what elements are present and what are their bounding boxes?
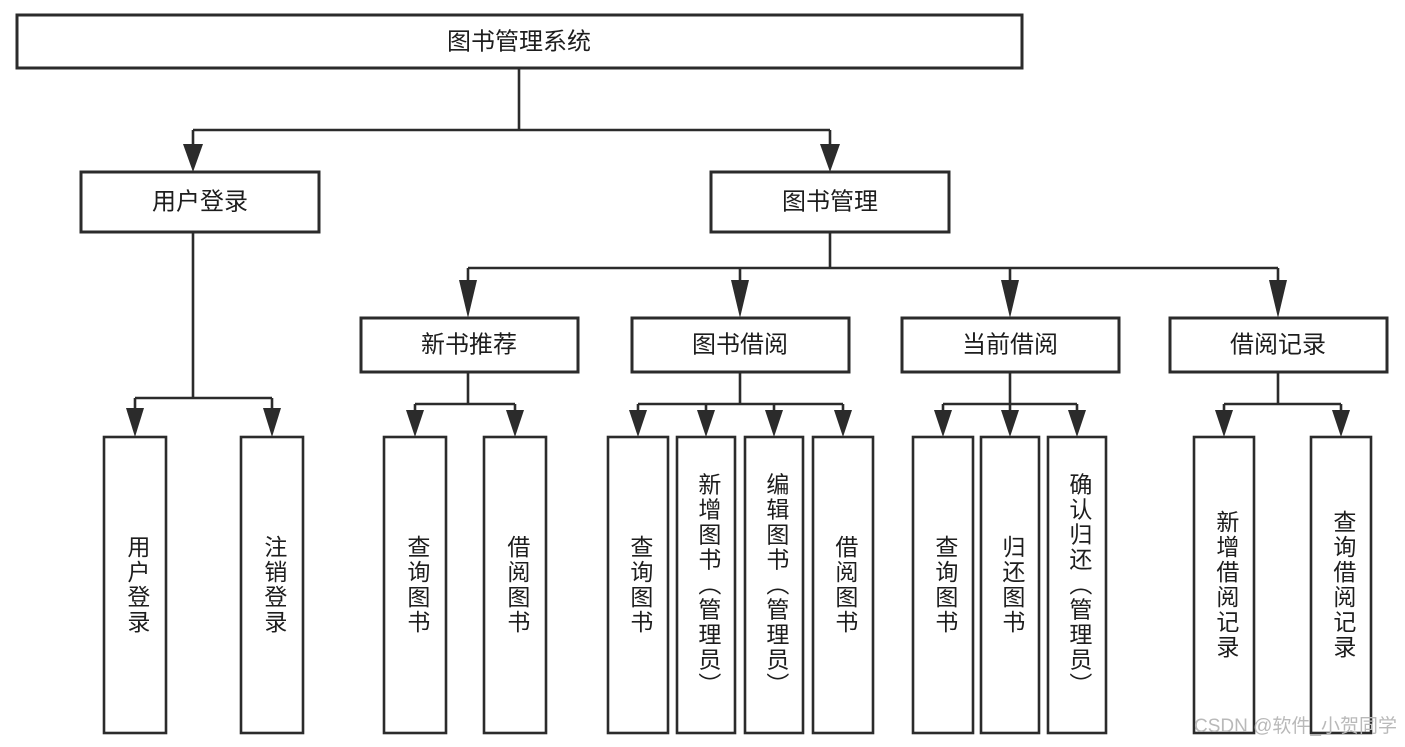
arrow-to-leaf-add-record bbox=[1215, 410, 1233, 437]
node-leaf-logout-login[interactable]: 注销登录 bbox=[239, 435, 305, 735]
node-leaf-user-login-box[interactable] bbox=[102, 435, 168, 735]
node-borrow-record-label: 借阅记录 bbox=[1230, 331, 1326, 358]
arrow-to-leaf-confirm-return bbox=[1068, 410, 1086, 437]
node-leaf-borrow-book-1-label: 借阅图书 bbox=[504, 535, 531, 635]
node-borrow-record-box[interactable] bbox=[1168, 316, 1389, 374]
node-leaf-query-book-2-box[interactable] bbox=[606, 435, 670, 735]
node-current-borrow-box[interactable] bbox=[900, 316, 1121, 374]
node-new-book-recommend-box[interactable] bbox=[359, 316, 580, 374]
node-leaf-query-book-3-label: 查询图书 bbox=[932, 535, 959, 635]
watermark-label: CSDN @软件_小贺同学 bbox=[1194, 715, 1397, 737]
node-leaf-borrow-book-2-box[interactable] bbox=[811, 435, 875, 735]
arrow-to-leaf-query-book-1 bbox=[406, 410, 424, 437]
arrow-to-leaf-query-book-3 bbox=[934, 410, 952, 437]
node-book-borrow-label: 图书借阅 bbox=[692, 331, 788, 358]
node-leaf-borrow-book-1[interactable]: 借阅图书 bbox=[482, 435, 548, 735]
node-leaf-add-book-box[interactable] bbox=[675, 435, 737, 735]
node-current-borrow[interactable]: 当前借阅 bbox=[900, 316, 1121, 374]
node-leaf-query-record-box[interactable] bbox=[1309, 435, 1373, 735]
node-leaf-add-book-label: 新增图书（管理员） bbox=[695, 473, 722, 698]
node-user-login-label: 用户登录 bbox=[152, 188, 248, 215]
node-leaf-query-record-label: 查询借阅记录 bbox=[1330, 510, 1357, 660]
node-leaf-add-book[interactable]: 新增图书（管理员） bbox=[675, 435, 737, 735]
node-leaf-edit-book[interactable]: 编辑图书（管理员） bbox=[743, 435, 805, 735]
arrow-to-book-management bbox=[820, 144, 840, 172]
node-borrow-record[interactable]: 借阅记录 bbox=[1168, 316, 1389, 374]
node-leaf-confirm-return-label: 确认归还（管理员） bbox=[1066, 473, 1093, 698]
arrow-to-book-borrow bbox=[731, 280, 749, 318]
node-leaf-user-login-label: 用户登录 bbox=[124, 535, 151, 635]
arrow-to-leaf-query-record bbox=[1332, 410, 1350, 437]
node-leaf-return-book-label: 归还图书 bbox=[999, 535, 1026, 635]
node-leaf-query-book-3-box[interactable] bbox=[911, 435, 975, 735]
node-leaf-edit-book-label: 编辑图书（管理员） bbox=[763, 473, 790, 698]
node-book-management[interactable]: 图书管理 bbox=[709, 170, 951, 234]
node-leaf-add-record-box[interactable] bbox=[1192, 435, 1256, 735]
arrow-to-leaf-logout-login bbox=[263, 408, 281, 437]
node-book-borrow-box[interactable] bbox=[630, 316, 851, 374]
arrow-to-borrow-record bbox=[1269, 280, 1287, 318]
node-leaf-edit-book-box[interactable] bbox=[743, 435, 805, 735]
arrow-to-leaf-borrow-book-1 bbox=[506, 410, 524, 437]
node-book-borrow[interactable]: 图书借阅 bbox=[630, 316, 851, 374]
node-leaf-query-book-3[interactable]: 查询图书 bbox=[911, 435, 975, 735]
node-new-book-recommend[interactable]: 新书推荐 bbox=[359, 316, 580, 374]
arrow-to-new-book-recommend bbox=[459, 280, 477, 318]
node-leaf-confirm-return[interactable]: 确认归还（管理员） bbox=[1046, 435, 1108, 735]
node-book-management-label: 图书管理 bbox=[782, 188, 878, 215]
node-leaf-logout-login-label: 注销登录 bbox=[261, 535, 288, 635]
node-user-login[interactable]: 用户登录 bbox=[79, 170, 321, 234]
node-root[interactable]: 图书管理系统 bbox=[15, 13, 1024, 70]
node-leaf-return-book[interactable]: 归还图书 bbox=[979, 435, 1041, 735]
node-leaf-borrow-book-1-box[interactable] bbox=[482, 435, 548, 735]
arrow-to-leaf-borrow-book-2 bbox=[834, 410, 852, 437]
arrow-to-current-borrow bbox=[1001, 280, 1019, 318]
arrow-to-leaf-edit-book bbox=[765, 410, 783, 437]
connector-layer bbox=[126, 68, 1350, 437]
arrow-to-user-login bbox=[183, 144, 203, 172]
node-root-label: 图书管理系统 bbox=[447, 28, 591, 55]
arrow-to-leaf-query-book-2 bbox=[629, 410, 647, 437]
node-leaf-add-record[interactable]: 新增借阅记录 bbox=[1192, 435, 1256, 735]
node-book-management-box[interactable] bbox=[709, 170, 951, 234]
node-current-borrow-label: 当前借阅 bbox=[962, 331, 1058, 358]
node-leaf-logout-login-box[interactable] bbox=[239, 435, 305, 735]
arrow-to-leaf-user-login bbox=[126, 408, 144, 437]
node-leaf-query-book-2-label: 查询图书 bbox=[627, 535, 654, 635]
node-leaf-confirm-return-box[interactable] bbox=[1046, 435, 1108, 735]
node-new-book-recommend-label: 新书推荐 bbox=[421, 331, 517, 358]
node-root-box[interactable] bbox=[15, 13, 1024, 70]
node-leaf-borrow-book-2[interactable]: 借阅图书 bbox=[811, 435, 875, 735]
arrow-to-leaf-add-book bbox=[697, 410, 715, 437]
node-leaf-user-login[interactable]: 用户登录 bbox=[102, 435, 168, 735]
node-leaf-borrow-book-2-label: 借阅图书 bbox=[832, 535, 859, 635]
node-leaf-query-record[interactable]: 查询借阅记录 bbox=[1309, 435, 1373, 735]
node-leaf-query-book-1-label: 查询图书 bbox=[404, 535, 431, 635]
node-leaf-query-book-1-box[interactable] bbox=[382, 435, 448, 735]
arrow-to-leaf-return-book bbox=[1001, 410, 1019, 437]
node-leaf-query-book-1[interactable]: 查询图书 bbox=[382, 435, 448, 735]
node-leaf-return-book-box[interactable] bbox=[979, 435, 1041, 735]
node-leaf-add-record-label: 新增借阅记录 bbox=[1213, 510, 1240, 660]
node-user-login-box[interactable] bbox=[79, 170, 321, 234]
node-leaf-query-book-2[interactable]: 查询图书 bbox=[606, 435, 670, 735]
